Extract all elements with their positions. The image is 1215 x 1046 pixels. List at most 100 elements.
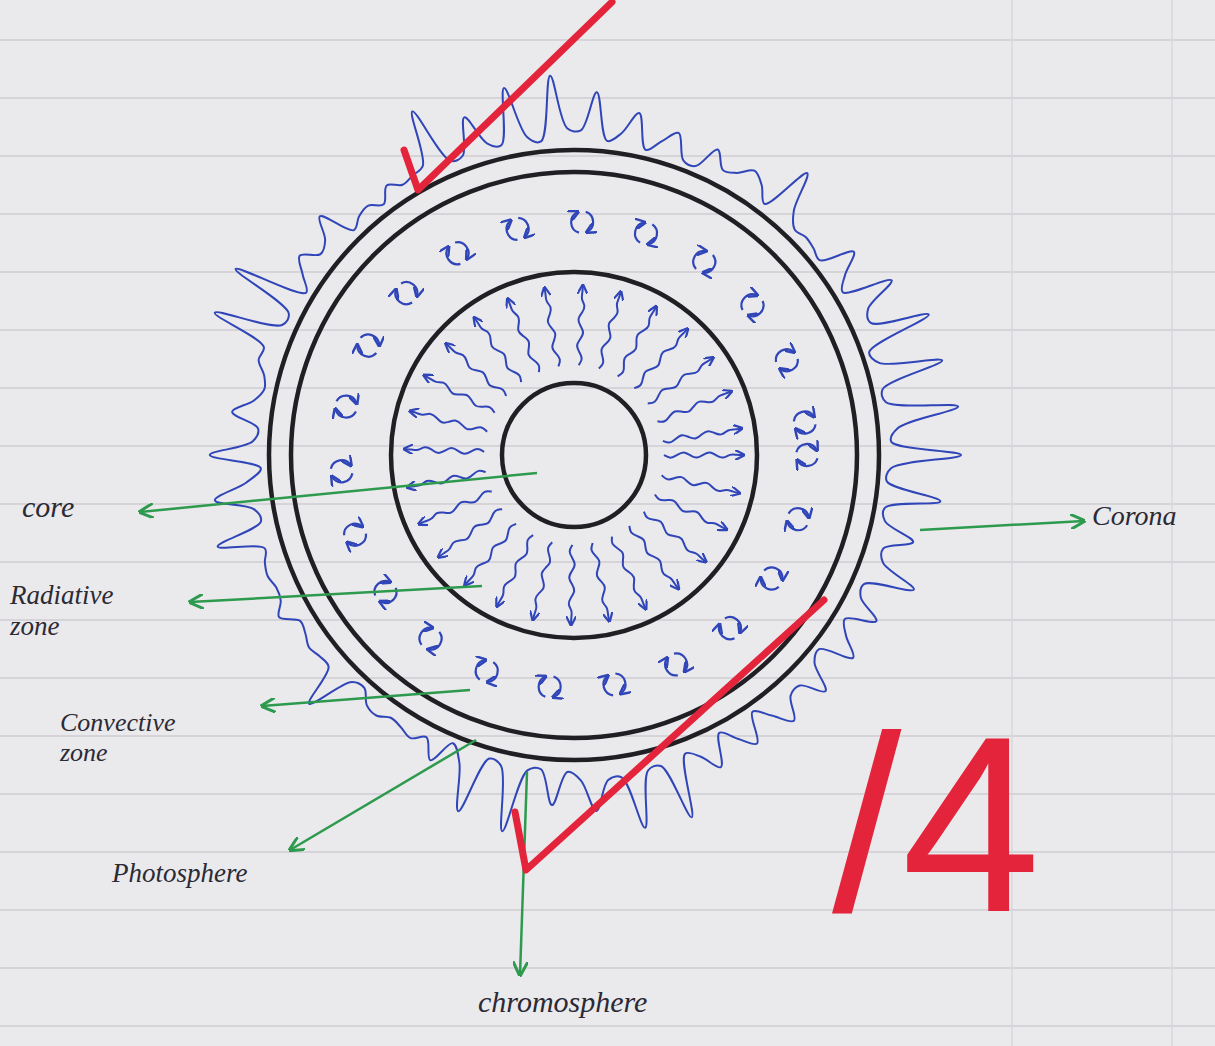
convection-arrow <box>789 508 809 517</box>
paper-rule <box>0 329 1215 331</box>
radiation-arrow <box>508 299 539 372</box>
convection-arrow <box>348 534 366 546</box>
convection-arrow <box>704 255 716 273</box>
paper-rule <box>0 1025 1215 1027</box>
score-mark: /4 <box>832 700 1041 950</box>
radiation-arrow <box>475 318 522 382</box>
convection-arrow <box>395 290 412 304</box>
radiation-arrow <box>648 358 713 403</box>
radiation-arrow <box>533 542 552 619</box>
convection-arrow <box>476 660 485 679</box>
paper-rule <box>0 503 1215 505</box>
paper-rule <box>0 97 1215 99</box>
convection-arrow <box>615 673 625 693</box>
radiation-arrow <box>644 512 706 562</box>
paper-rule <box>0 677 1215 679</box>
convection-arrow <box>796 424 815 433</box>
convection-arrow <box>764 567 783 579</box>
convection-arrow <box>357 346 376 357</box>
convection-arrow <box>603 676 613 695</box>
convection-arrow <box>665 658 678 675</box>
layer-circle <box>502 383 646 527</box>
radiation-arrow <box>545 288 560 366</box>
convection-arrow <box>488 662 498 682</box>
convection-arrow <box>336 410 356 418</box>
radiation-arrow <box>591 543 609 620</box>
leader-line <box>140 473 537 512</box>
layer-label: Radiative zone <box>10 580 150 642</box>
paper-rule <box>0 967 1215 969</box>
radiation-arrow <box>662 475 739 493</box>
radiation-arrow <box>664 452 743 457</box>
leader-line <box>920 521 1084 530</box>
layer-label: Photosphere <box>112 858 247 889</box>
paper-rule <box>0 561 1215 563</box>
radiation-arrow <box>439 509 502 557</box>
paper-rule <box>0 39 1215 41</box>
radiation-arrow <box>425 376 495 413</box>
radiation-arrow <box>663 429 741 443</box>
layer-label: core <box>22 490 74 525</box>
layer-circle <box>391 272 757 638</box>
paper-rule <box>0 213 1215 215</box>
radiation-arrow <box>446 344 506 396</box>
leader-line <box>290 740 476 850</box>
convection-arrow <box>781 359 798 371</box>
convection-arrow <box>429 632 442 650</box>
convection-arrow <box>554 676 561 697</box>
paper-rule <box>0 387 1215 389</box>
convection-arrow <box>539 677 546 697</box>
layer-label: Corona <box>1092 500 1177 532</box>
paper-rule <box>0 155 1215 157</box>
convection-arrow <box>635 223 644 243</box>
layer-circle <box>269 150 879 760</box>
convection-arrow <box>741 294 756 310</box>
radiation-arrow <box>629 526 678 588</box>
convection-arrow <box>507 221 518 240</box>
convection-arrow <box>761 578 779 589</box>
radiation-arrow <box>419 491 491 524</box>
convection-arrow <box>776 349 794 362</box>
layer-circle <box>291 172 857 738</box>
convection-arrow <box>798 458 818 466</box>
radiation-arrow <box>569 545 575 624</box>
paper-rule <box>0 619 1215 621</box>
convection-arrow <box>571 212 579 232</box>
radiation-arrow <box>655 494 726 529</box>
convection-arrow <box>586 212 593 232</box>
leader-line <box>262 690 470 706</box>
layer-label: Convective zone <box>60 708 210 768</box>
radiation-arrow <box>657 392 730 422</box>
layer-label: chromosphere <box>478 985 647 1020</box>
radiation-arrow <box>599 292 621 368</box>
convection-arrow <box>787 522 807 530</box>
radiation-arrow <box>405 447 484 454</box>
convection-arrow <box>648 224 657 244</box>
convection-arrow <box>749 301 764 316</box>
convection-arrow <box>518 218 528 237</box>
leader-line <box>520 772 527 975</box>
radiation-arrow <box>577 286 584 365</box>
convection-arrow <box>674 653 687 671</box>
convection-arrow <box>336 396 356 403</box>
convection-arrow <box>344 524 362 536</box>
radiation-arrow <box>497 535 533 606</box>
convection-arrow <box>331 460 351 468</box>
tick-mark <box>404 2 612 190</box>
convection-arrow <box>794 412 814 422</box>
leader-line <box>190 586 482 602</box>
convection-arrow <box>447 247 461 264</box>
radiation-arrow <box>618 307 656 376</box>
convection-arrow <box>719 625 735 639</box>
convection-arrow <box>455 242 468 258</box>
convection-arrow <box>796 444 816 452</box>
radiation-arrow <box>465 524 516 585</box>
convection-arrow <box>374 581 389 596</box>
convection-arrow <box>725 617 741 632</box>
paper-rule <box>0 271 1215 273</box>
convection-arrow <box>332 473 352 482</box>
convection-arrow <box>361 335 380 345</box>
paper-rule <box>0 445 1215 447</box>
radiation-arrow <box>612 537 646 609</box>
tick-mark <box>515 600 824 870</box>
